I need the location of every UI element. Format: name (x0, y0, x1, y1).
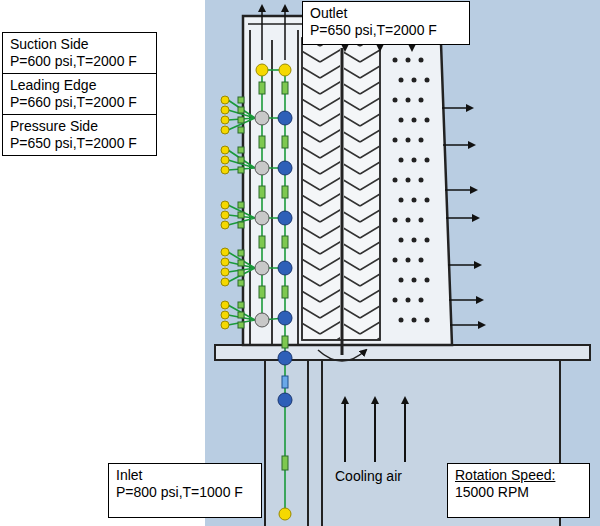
inlet-box: InletP=800 psi,T=1000 F (108, 463, 262, 518)
box-value: P=650 psi,T=2000 F (310, 22, 462, 39)
box-value: P=800 psi,T=1000 F (116, 484, 254, 501)
box-value: P=650 psi,T=2000 F (10, 135, 149, 152)
box-value: P=660 psi,T=2000 F (10, 94, 149, 111)
box-heading: Outlet (310, 5, 462, 22)
box-heading: Pressure Side (10, 118, 149, 135)
outlet-box: OutletP=650 psi,T=2000 F (302, 1, 470, 45)
box-value: P=600 psi,T=2000 F (10, 53, 149, 70)
box-heading: Inlet (116, 467, 254, 484)
pressure-side-box: Pressure SideP=650 psi,T=2000 F (2, 114, 157, 156)
suction-side-box: Suction SideP=600 psi,T=2000 F (2, 32, 157, 74)
flow-label: Cooling air (333, 468, 404, 485)
rotation-speed-box: Rotation Speed:15000 RPM (447, 463, 590, 518)
box-heading: Rotation Speed: (455, 467, 582, 484)
box-heading: Leading Edge (10, 77, 149, 94)
leading-edge-box: Leading EdgeP=660 psi,T=2000 F (2, 73, 157, 115)
box-value: 15000 RPM (455, 484, 582, 501)
box-heading: Suction Side (10, 36, 149, 53)
